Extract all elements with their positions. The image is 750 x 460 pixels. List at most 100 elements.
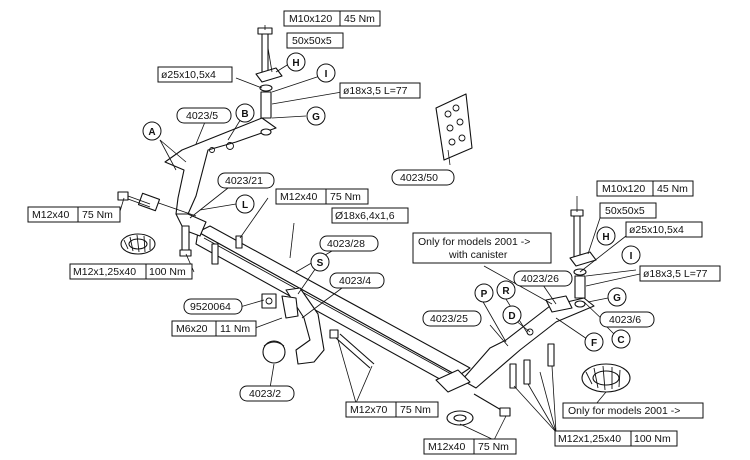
- svg-text:4023/28: 4023/28: [327, 238, 365, 250]
- svg-text:M12x40: M12x40: [280, 191, 318, 203]
- callout-l: L: [235, 194, 255, 214]
- svg-text:75 Nm: 75 Nm: [82, 209, 113, 221]
- svg-text:R: R: [502, 286, 510, 297]
- callout-s: S: [310, 252, 330, 272]
- label-part-4023-4: 4023/4: [329, 272, 385, 289]
- svg-text:4023/21: 4023/21: [225, 175, 263, 187]
- svg-text:100 Nm: 100 Nm: [149, 266, 186, 278]
- callout-p: P: [474, 283, 494, 303]
- callout-h-right: H: [596, 226, 616, 246]
- label-plate-50x50x5-right: 50x50x5: [599, 202, 657, 219]
- label-m12x40-center: M12x40: [275, 188, 327, 205]
- right-lower-bolts: [473, 343, 555, 417]
- callout-c: C: [611, 329, 631, 349]
- callout-b: B: [235, 103, 255, 123]
- svg-text:M10x120: M10x120: [289, 13, 332, 25]
- svg-text:P: P: [481, 289, 488, 300]
- svg-text:4023/26: 4023/26: [521, 273, 559, 285]
- svg-text:D: D: [508, 311, 515, 322]
- label-m12x125-right: M12x1,25x40: [554, 430, 632, 447]
- svg-text:75 Nm: 75 Nm: [478, 441, 509, 453]
- callout-d: D: [502, 305, 522, 325]
- label-part-4023-50: 4023/50: [391, 169, 455, 186]
- label-m10x120-left: M10x120: [283, 10, 341, 27]
- label-tube-18-right: ø18x3,5 L=77: [639, 265, 721, 282]
- svg-text:11 Nm: 11 Nm: [220, 323, 250, 335]
- svg-text:M10x120: M10x120: [602, 183, 645, 195]
- label-only-2001: Only for models 2001 ->: [562, 402, 704, 419]
- left-bolt-m12x40: [117, 191, 151, 208]
- label-torque-45nm-left: 45 Nm: [339, 10, 381, 27]
- svg-text:4023/5: 4023/5: [186, 110, 218, 122]
- svg-text:75 Nm: 75 Nm: [330, 191, 361, 203]
- label-torque-100nm-left: 100 Nm: [145, 263, 193, 280]
- label-part-4023-25: 4023/25: [422, 310, 482, 327]
- label-part-4023-2: 4023/2: [239, 385, 295, 402]
- svg-text:M12x40: M12x40: [428, 441, 466, 453]
- svg-text:ø18x3,5 L=77: ø18x3,5 L=77: [343, 85, 408, 97]
- label-washer-25-left: ø25x10,5x4: [157, 66, 233, 83]
- label-torque-100nm-right: 100 Nm: [630, 430, 678, 447]
- label-part-9520064: 9520064: [183, 298, 243, 315]
- svg-text:100 Nm: 100 Nm: [634, 433, 671, 445]
- label-part-4023-6: 4023/6: [599, 311, 655, 328]
- svg-text:Only for models 2001 ->: Only for models 2001 ->: [418, 236, 530, 248]
- svg-text:ø25x10,5x4: ø25x10,5x4: [161, 69, 216, 81]
- svg-text:M12x70: M12x70: [350, 404, 388, 416]
- svg-text:4023/50: 4023/50: [400, 172, 438, 184]
- bottom-spring-washer: [446, 410, 474, 426]
- svg-text:4023/2: 4023/2: [249, 388, 281, 400]
- ball-mount-4023-2: [262, 287, 325, 365]
- socket-9520064: [261, 293, 277, 309]
- label-m12x70: M12x70: [345, 401, 397, 418]
- label-torque-75nm-center: 75 Nm: [325, 188, 369, 205]
- label-torque-11nm: 11 Nm: [215, 320, 257, 337]
- label-torque-75nm-m12x70: 75 Nm: [395, 401, 439, 418]
- callout-h-left: H: [286, 52, 306, 72]
- right-bracket-4023-6: [435, 295, 595, 393]
- svg-text:S: S: [317, 258, 324, 269]
- label-torque-45nm-right: 45 Nm: [652, 180, 694, 197]
- callout-i-right: I: [621, 245, 641, 265]
- svg-text:ø25x10,5x4: ø25x10,5x4: [629, 224, 684, 236]
- svg-text:4023/4: 4023/4: [339, 275, 371, 287]
- svg-text:45 Nm: 45 Nm: [657, 183, 688, 195]
- left-vertical-bolt-stack: [255, 27, 283, 136]
- svg-text:G: G: [312, 112, 320, 123]
- callout-f: F: [584, 332, 604, 352]
- svg-text:I: I: [325, 69, 328, 80]
- right-spring-washer: [581, 363, 631, 393]
- label-m12x40-bottom: M12x40: [423, 438, 475, 455]
- svg-text:M12x40: M12x40: [32, 209, 70, 221]
- label-torque-75nm-bottom: 75 Nm: [473, 438, 517, 455]
- left-spring-washer: [120, 233, 156, 255]
- bolt-m12x70: [329, 329, 375, 369]
- svg-text:G: G: [613, 293, 621, 304]
- label-part-4023-5: 4023/5: [176, 107, 232, 124]
- label-m6x20: M6x20: [171, 320, 217, 337]
- svg-text:H: H: [602, 232, 609, 243]
- svg-text:50x50x5: 50x50x5: [605, 205, 645, 217]
- svg-text:H: H: [292, 58, 299, 69]
- svg-text:M12x1,25x40: M12x1,25x40: [73, 266, 136, 278]
- label-plate-50x50x5-left: 50x50x5: [286, 32, 344, 49]
- label-part-4023-26: 4023/26: [513, 270, 573, 287]
- label-part-4023-28: 4023/28: [319, 235, 379, 252]
- callout-i-left: I: [316, 63, 336, 83]
- callout-r: R: [496, 280, 516, 300]
- label-only-2001-with-canister: Only for models 2001 -> with canister: [412, 232, 552, 264]
- svg-text:75 Nm: 75 Nm: [400, 404, 431, 416]
- label-part-4023-21: 4023/21: [217, 172, 275, 189]
- svg-text:4023/25: 4023/25: [430, 313, 468, 325]
- svg-text:4023/6: 4023/6: [609, 314, 641, 326]
- label-torque-75nm-left: 75 Nm: [77, 206, 121, 223]
- label-washer-18: Ø18x6,4x1,6: [331, 207, 409, 224]
- label-m10x120-right: M10x120: [596, 180, 654, 197]
- callout-g-left: G: [306, 106, 326, 126]
- svg-text:45 Nm: 45 Nm: [344, 13, 375, 25]
- left-bracket-4023-5: [137, 117, 277, 237]
- svg-text:Ø18x6,4x1,6: Ø18x6,4x1,6: [335, 210, 395, 222]
- label-m12x40-left: M12x40: [27, 206, 79, 223]
- main-crossbar: [195, 225, 471, 389]
